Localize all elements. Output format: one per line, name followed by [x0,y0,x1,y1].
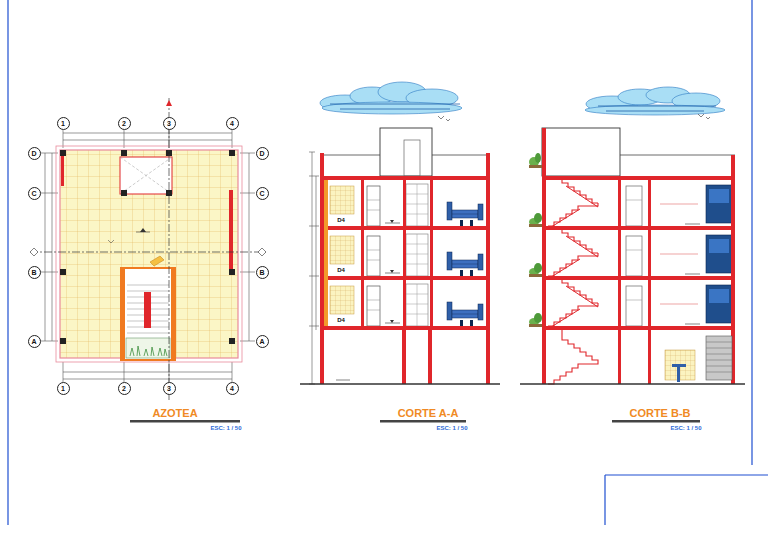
axis-label: B [31,269,36,276]
axis-label: C [259,190,264,197]
grid-axis-bubble: 2 [118,117,131,130]
axis-label: C [31,190,36,197]
sheet-frame [8,0,768,525]
grid-axis-bubble: 2 [118,382,131,395]
section-b-b [520,128,745,423]
axis-label: 2 [122,385,126,392]
axis-label: A [259,338,264,345]
grid-axis-bubble: D [28,147,41,160]
axis-label: 4 [230,385,234,392]
cloud-symbol [320,82,725,121]
axis-label: 2 [122,120,126,127]
axis-label: D [31,150,36,157]
axis-label: A [31,338,36,345]
drawing-title: CORTE B-B [628,408,691,419]
room-tag: D4 [336,267,346,273]
scale-note: ESC: 1 / 50 [669,425,702,431]
grid-axis-bubble: B [256,266,269,279]
grid-axis-bubble: A [256,335,269,348]
grid-axis-bubble: 1 [57,117,70,130]
axis-label: 1 [61,385,65,392]
drawing-title: CORTE A-A [397,408,460,419]
axis-label: 1 [61,120,65,127]
room-tag: D4 [336,317,346,323]
grid-axis-bubble: 4 [226,117,239,130]
grid-axis-bubble: B [28,266,41,279]
axis-label: 3 [167,385,171,392]
grid-axis-bubble: C [28,187,41,200]
section-a-a [300,128,500,423]
grid-axis-bubble: C [256,187,269,200]
axis-label: 4 [230,120,234,127]
axis-label: D [259,150,264,157]
grid-axis-bubble: A [28,335,41,348]
room-tag: D4 [336,217,346,223]
axis-label: 3 [167,120,171,127]
drawing-title: AZOTEA [151,408,198,419]
grid-axis-bubble: 3 [163,382,176,395]
scale-note: ESC: 1 / 50 [435,425,468,431]
grid-axis-bubble: D [256,147,269,160]
roof-plan [30,98,268,423]
grid-axis-bubble: 3 [163,117,176,130]
axis-label: B [259,269,264,276]
grid-axis-bubble: 4 [226,382,239,395]
grid-axis-bubble: 1 [57,382,70,395]
scale-note: ESC: 1 / 50 [209,425,242,431]
